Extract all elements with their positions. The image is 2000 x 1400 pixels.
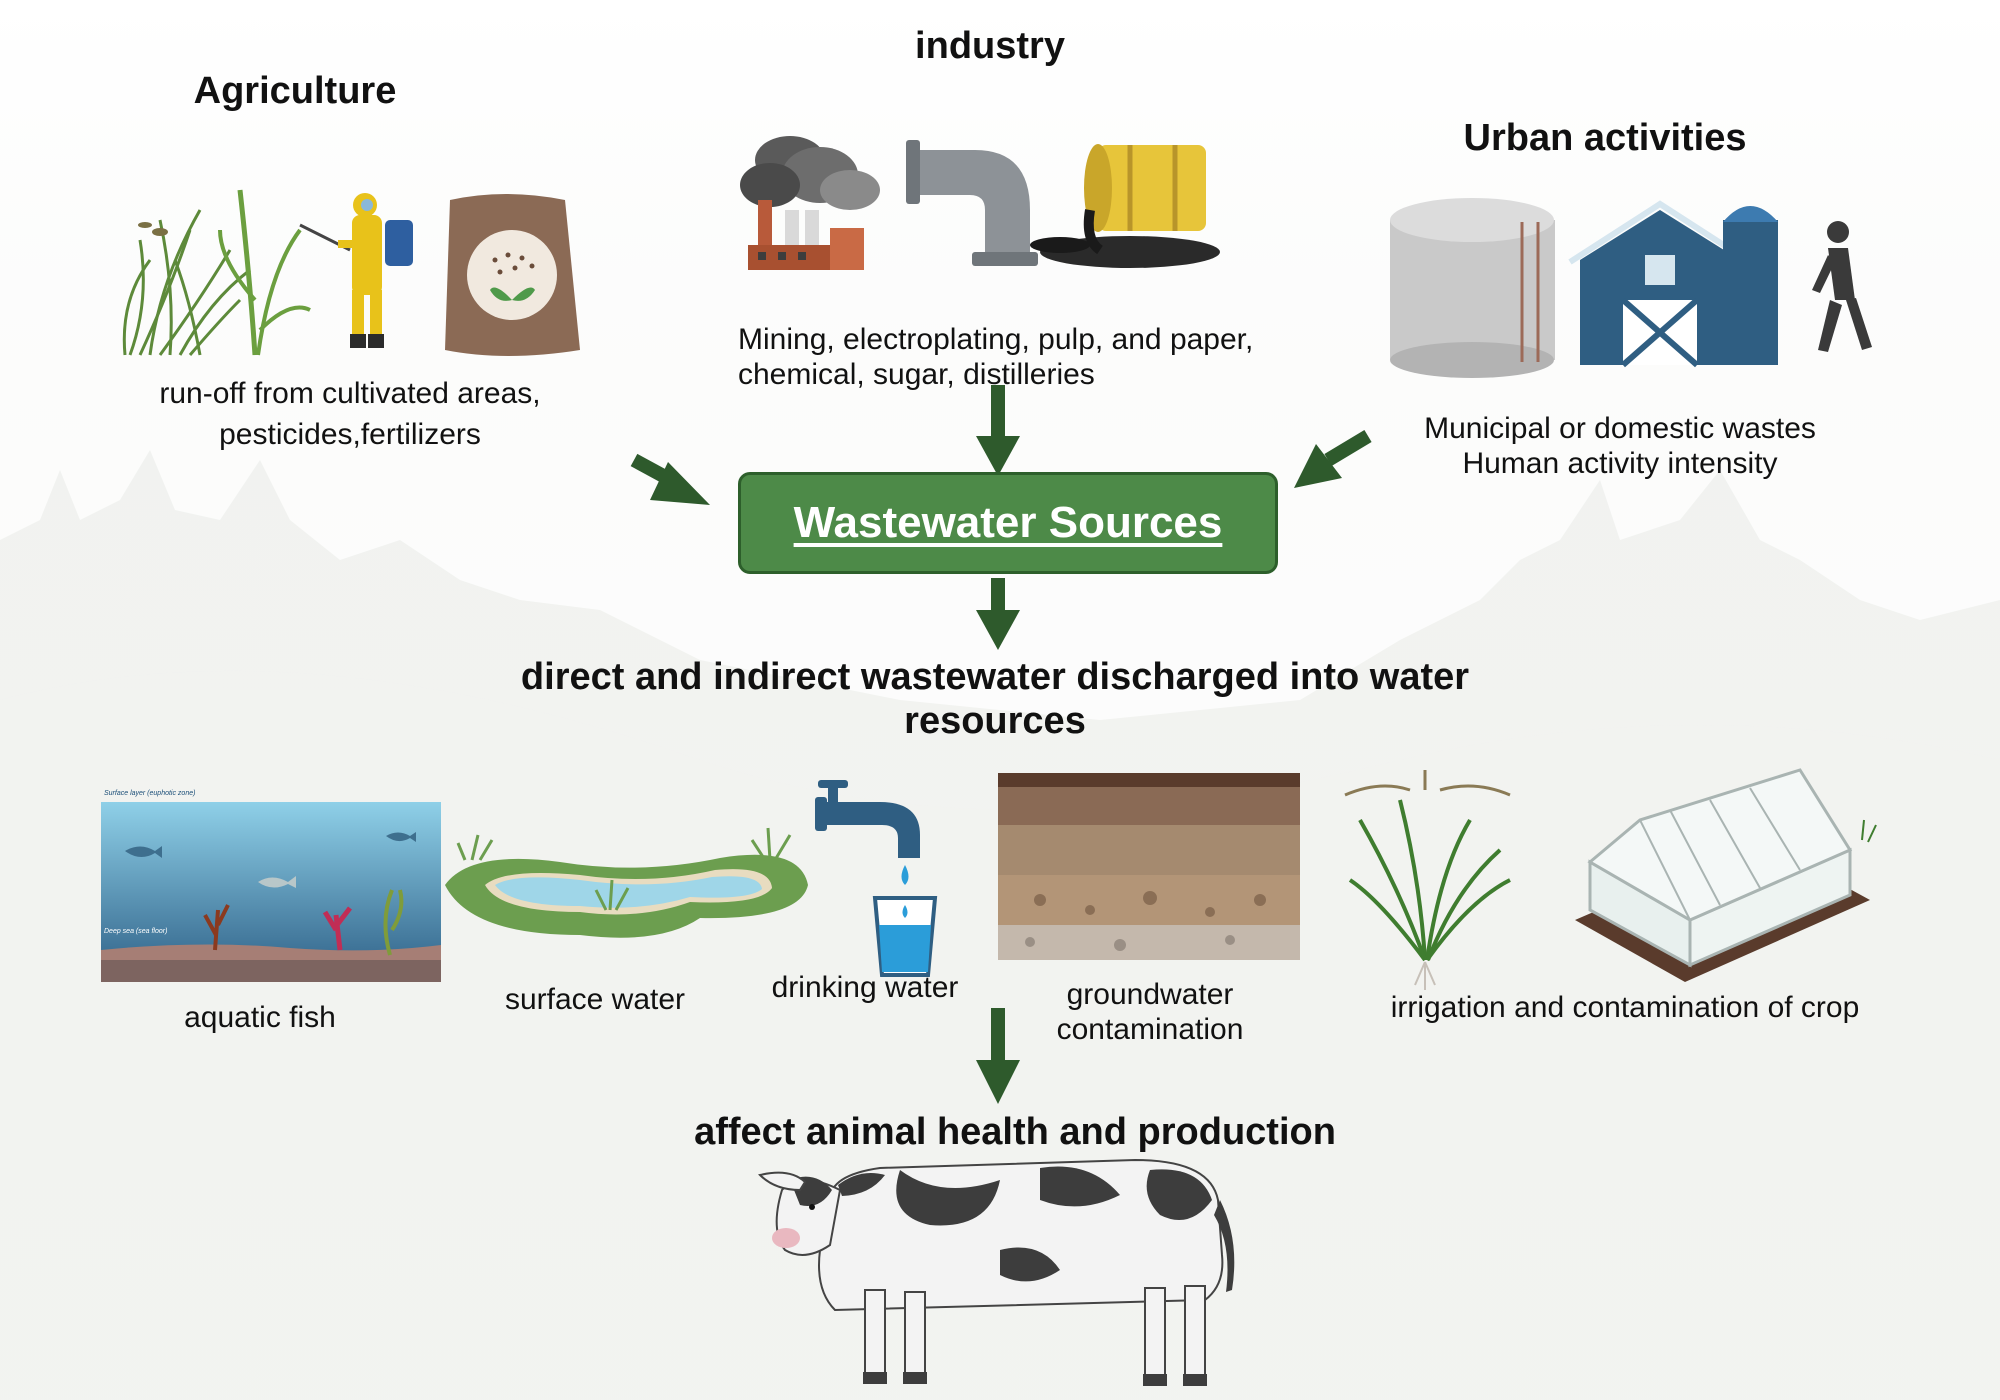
outcome-label: affect animal health and production (694, 1111, 1336, 1153)
pond-icon (445, 827, 808, 938)
soil-layers-icon (998, 773, 1300, 960)
arrow-impacts-to-outcome (976, 1008, 1020, 1104)
pipe-icon (906, 140, 1038, 266)
industry-desc-line-2: chemical, sugar, distilleries (738, 358, 1095, 391)
agriculture-desc-line-1: run-off from cultivated areas, (159, 377, 541, 410)
sprayer-person-icon (299, 193, 413, 348)
grass-icon (122, 189, 311, 356)
barn-icon (1568, 200, 1778, 368)
aquatic-fish-label: aquatic fish (184, 1001, 336, 1034)
urban-desc-line-1: Municipal or domestic wastes (1424, 412, 1816, 445)
fish-deep-sea-text: Deep sea (sea floor) (104, 928, 168, 935)
walking-person-icon (1812, 221, 1872, 352)
fertilizer-bag-icon (445, 194, 580, 356)
industry-title: industry (915, 25, 1065, 67)
crop-label: irrigation and contamination of crop (1390, 991, 1860, 1024)
arrow-urban-to-center (1294, 429, 1372, 488)
wastewater-sources-label: Wastewater Sources (793, 498, 1223, 547)
wastewater-sources-box: Wastewater Sources (738, 472, 1278, 574)
discharge-line-2: resources (904, 700, 1086, 742)
water-glass-icon (872, 896, 938, 977)
arrow-agriculture-to-center (630, 453, 710, 505)
storage-tank-icon (1390, 198, 1555, 378)
fish-surface-layer-text: Surface layer (euphotic zone) (104, 790, 196, 797)
faucet-icon (815, 780, 920, 885)
agriculture-description: run-off from cultivated areas, pesticide… (100, 376, 600, 452)
crop-plant-icon (1344, 770, 1511, 990)
agriculture-desc-line-2: pesticides,fertilizers (219, 418, 481, 451)
cow-icon (758, 1158, 1235, 1386)
discharge-line-1: direct and indirect wastewater discharge… (520, 656, 1470, 698)
greenhouse-icon (1575, 768, 1877, 982)
industry-description: Mining, electroplating, pulp, and paper,… (738, 322, 1278, 392)
groundwater-line-2: contamination (1056, 1013, 1244, 1046)
groundwater-line-1: groundwater (1066, 978, 1234, 1011)
urban-title: Urban activities (1463, 117, 1747, 159)
arrow-industry-to-center (976, 385, 1020, 476)
groundwater-label: groundwater contamination (1010, 977, 1290, 1047)
urban-description: Municipal or domestic wastes Human activ… (1380, 411, 1860, 481)
surface-water-label: surface water (504, 983, 686, 1016)
urban-desc-line-2: Human activity intensity (1462, 447, 1778, 480)
ocean-fish-icon (101, 802, 441, 982)
flow-arrows (630, 385, 1372, 1104)
oil-barrel-icon (1030, 144, 1220, 268)
industry-desc-line-1: Mining, electroplating, pulp, and paper, (738, 323, 1254, 356)
factory-icon (740, 136, 880, 270)
arrow-center-to-discharge (976, 578, 1020, 650)
drinking-water-label: drinking water (771, 971, 959, 1004)
discharge-label: direct and indirect wastewater discharge… (480, 655, 1510, 743)
agriculture-title: Agriculture (193, 70, 397, 112)
